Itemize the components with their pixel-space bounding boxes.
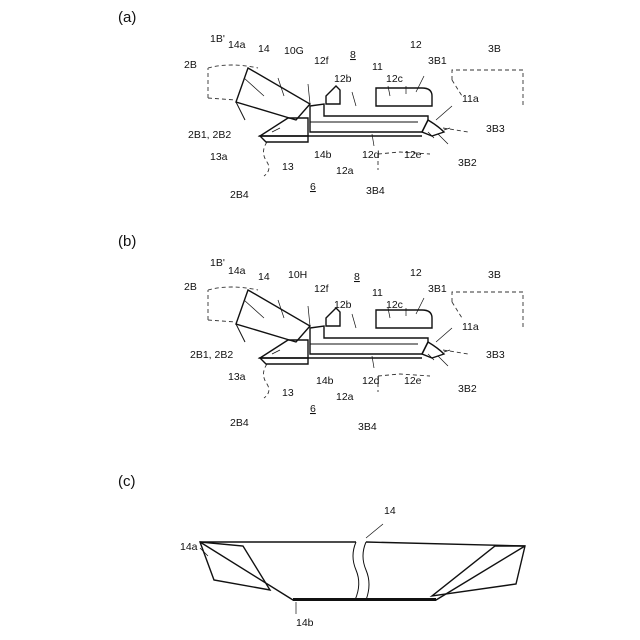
label-12b: 12b [334, 73, 352, 85]
label-12d: 12d [362, 375, 380, 387]
label-14: 14 [258, 271, 270, 283]
panel-c-drawing: 14 14a 14b [180, 505, 525, 629]
label-3B: 3B [488, 269, 501, 281]
label-12a: 12a [336, 165, 354, 177]
panel-b-drawing: 1B' 2B 14a 14 10H 8 12 3B1 3B 12f 12b 11… [184, 257, 523, 433]
label-13: 13 [282, 161, 294, 173]
label-14b: 14b [296, 617, 314, 629]
label-2B4: 2B4 [230, 189, 249, 201]
label-11a: 11a [462, 93, 479, 105]
label-13: 13 [282, 387, 294, 399]
label-1B-prime: 1B' [210, 33, 225, 45]
label-2B: 2B [184, 281, 197, 293]
label-3B3: 3B3 [486, 123, 505, 135]
label-3B2: 3B2 [458, 157, 477, 169]
panel-b-label: (b) [118, 233, 136, 250]
label-14: 14 [384, 505, 396, 517]
label-12c: 12c [386, 73, 403, 85]
label-8: 8 [350, 49, 356, 61]
label-12a: 12a [336, 391, 354, 403]
label-14a: 14a [180, 541, 198, 553]
label-14b: 14b [314, 149, 332, 161]
label-3B1: 3B1 [428, 55, 447, 67]
label-13a: 13a [210, 151, 228, 163]
label-12e: 12e [404, 375, 422, 387]
label-2B4: 2B4 [230, 417, 249, 429]
label-12f: 12f [314, 283, 329, 295]
label-variant: 10H [288, 269, 307, 281]
adhesive-layer [293, 598, 436, 601]
label-3B4: 3B4 [366, 185, 385, 197]
label-11: 11 [372, 287, 383, 299]
panel-a-drawing: 1B' 2B 14a 14 10G 8 12 3B1 3B 12f 12b 11… [184, 33, 523, 201]
label-3B2: 3B2 [458, 383, 477, 395]
label-14a: 14a [228, 265, 246, 277]
label-2B1-2B2: 2B1, 2B2 [188, 129, 231, 141]
label-14b: 14b [316, 375, 334, 387]
label-12d: 12d [362, 149, 380, 161]
label-6: 6 [310, 181, 316, 193]
label-3B4: 3B4 [358, 421, 377, 433]
label-2B: 2B [184, 59, 197, 71]
label-14: 14 [258, 43, 270, 55]
label-11: 11 [372, 61, 383, 73]
label-1B-prime: 1B' [210, 257, 225, 269]
label-12b: 12b [334, 299, 352, 311]
foam-end-right [432, 546, 525, 596]
label-11a: 11a [462, 321, 479, 333]
label-3B3: 3B3 [486, 349, 505, 361]
label-variant: 10G [284, 45, 304, 57]
label-13a: 13a [228, 371, 246, 383]
label-8: 8 [354, 271, 360, 283]
label-12f: 12f [314, 55, 329, 67]
panel-c-label: (c) [118, 473, 136, 490]
label-3B: 3B [488, 43, 501, 55]
label-12e: 12e [404, 149, 422, 161]
label-3B1: 3B1 [428, 283, 447, 295]
label-12c: 12c [386, 299, 403, 311]
label-2B1-2B2: 2B1, 2B2 [190, 349, 233, 361]
label-6: 6 [310, 403, 316, 415]
label-12: 12 [410, 39, 422, 51]
panel-a-label: (a) [118, 9, 136, 26]
label-14a: 14a [228, 39, 246, 51]
label-12: 12 [410, 267, 422, 279]
